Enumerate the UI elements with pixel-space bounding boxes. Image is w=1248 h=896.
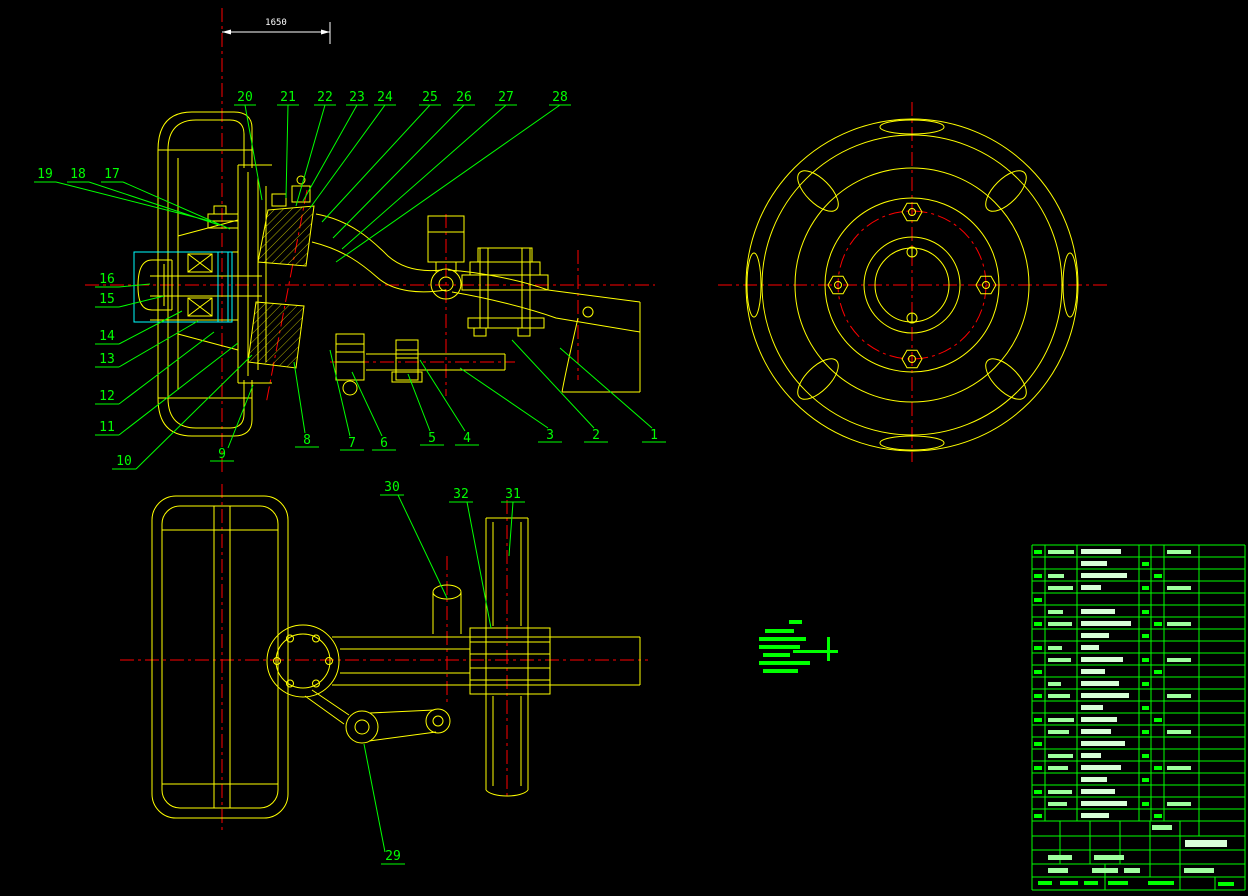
callout-31: 31 xyxy=(505,487,521,502)
callout-9: 9 xyxy=(218,447,226,462)
tie-rod-end-left xyxy=(335,333,365,381)
dimension-value: 1650 xyxy=(265,18,287,28)
wheel-nut-left xyxy=(827,275,849,295)
callout-16: 16 xyxy=(99,272,115,287)
callout-8: 8 xyxy=(303,433,311,448)
callout-25: 25 xyxy=(422,90,438,105)
callout-26: 26 xyxy=(456,90,472,105)
callout-32: 32 xyxy=(453,487,469,502)
callout-17: 17 xyxy=(104,167,120,182)
callout-18: 18 xyxy=(70,167,86,182)
shock-bracket xyxy=(427,215,465,263)
callout-23: 23 xyxy=(349,90,365,105)
wheel-nut-top xyxy=(901,202,923,222)
callout-12: 12 xyxy=(99,389,115,404)
steering-arm-eye xyxy=(345,710,379,744)
callout-30: 30 xyxy=(384,480,400,495)
callout-4: 4 xyxy=(463,431,471,446)
tie-rod-end-right xyxy=(395,339,419,381)
leaders-upper-left xyxy=(34,181,231,230)
callout-10: 10 xyxy=(116,454,132,469)
callout-20: 20 xyxy=(237,90,253,105)
callout-21: 21 xyxy=(280,90,296,105)
section-view xyxy=(137,111,641,437)
knuckle-flange xyxy=(266,624,340,698)
centerlines xyxy=(85,8,1108,830)
tech-notes-illegible xyxy=(759,620,838,673)
bearing-lower xyxy=(187,297,213,317)
callout-24: 24 xyxy=(377,90,393,105)
bearing-upper xyxy=(187,253,213,273)
knuckle-upper-section xyxy=(257,205,315,267)
callout-1: 1 xyxy=(650,428,658,443)
callout-22: 22 xyxy=(317,90,333,105)
callout-13: 13 xyxy=(99,352,115,367)
callout-19: 19 xyxy=(37,167,53,182)
wheel-front-view xyxy=(745,118,1079,452)
callout-28: 28 xyxy=(552,90,568,105)
leaders-lower xyxy=(363,494,525,865)
callout-27: 27 xyxy=(498,90,514,105)
wheel-nut-bottom xyxy=(901,349,923,369)
callout-14: 14 xyxy=(99,329,115,344)
callout-29: 29 xyxy=(385,849,401,864)
callout-7: 7 xyxy=(348,436,356,451)
callout-6: 6 xyxy=(380,436,388,451)
callout-2: 2 xyxy=(592,428,600,443)
selection-highlight[interactable] xyxy=(133,251,233,323)
axle-top-view xyxy=(151,495,641,819)
leaders-bottom xyxy=(210,339,666,462)
knuckle-lower-section xyxy=(247,301,305,369)
bom-table xyxy=(1031,544,1246,891)
callouts: 20 21 22 23 24 25 26 27 28 19 18 17 16 1… xyxy=(34,90,666,865)
spring-seat xyxy=(477,247,533,263)
hub-cap xyxy=(137,259,172,311)
wheel-nut-right xyxy=(975,275,997,295)
callout-11: 11 xyxy=(99,420,115,435)
callout-15: 15 xyxy=(99,292,115,307)
leaders-top xyxy=(234,104,571,263)
callout-5: 5 xyxy=(428,431,436,446)
callout-3: 3 xyxy=(546,428,554,443)
leaders-left xyxy=(95,283,253,470)
spring-clamp xyxy=(469,627,551,695)
dimension-top: 1650 xyxy=(222,18,331,44)
